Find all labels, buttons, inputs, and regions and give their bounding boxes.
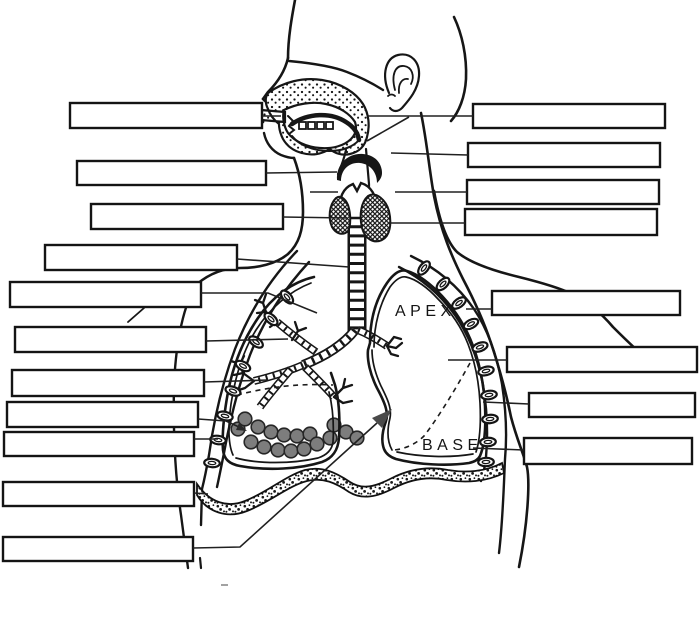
answer-box-right-5[interactable] bbox=[490, 289, 682, 317]
answer-box-left-6[interactable] bbox=[13, 325, 208, 354]
leader-right-7 bbox=[482, 401, 530, 405]
leader-left-4 bbox=[236, 258, 350, 268]
teeth bbox=[287, 115, 334, 135]
mouth-nasal-cutaway bbox=[259, 78, 370, 156]
answer-box-right-4[interactable] bbox=[463, 207, 659, 237]
answer-box-right-6[interactable] bbox=[505, 345, 699, 374]
answer-box-right-3[interactable] bbox=[465, 178, 661, 206]
answer-box-left-7[interactable] bbox=[10, 368, 206, 398]
leader-left-7 bbox=[203, 379, 269, 383]
answer-box-right-7[interactable] bbox=[527, 391, 697, 419]
leader-right-2 bbox=[390, 152, 469, 156]
left-ribs bbox=[203, 289, 295, 469]
answer-box-right-8[interactable] bbox=[522, 436, 694, 466]
apex-label: APEX bbox=[395, 303, 456, 320]
answer-box-left-11[interactable] bbox=[1, 535, 195, 563]
left-lung-fissure-dashed bbox=[236, 383, 334, 396]
left-rib-band bbox=[199, 249, 311, 527]
base-label: BASE bbox=[422, 437, 483, 454]
right-lung-fissure-dashed bbox=[393, 362, 471, 451]
leader-right-1 bbox=[366, 115, 473, 142]
tongue bbox=[289, 112, 362, 153]
thyroid-gland bbox=[328, 193, 392, 243]
answer-box-left-4[interactable] bbox=[43, 243, 239, 272]
leader-left-6 bbox=[205, 338, 289, 342]
answer-box-left-9[interactable] bbox=[2, 430, 196, 458]
leader-left-11 bbox=[192, 422, 378, 549]
leader-left-3 bbox=[282, 216, 348, 219]
leader-left-8-arrowhead bbox=[236, 423, 247, 431]
epiglottis bbox=[336, 153, 382, 183]
leader-lines bbox=[192, 115, 530, 549]
mediastinum-arrowhead bbox=[372, 409, 392, 428]
answer-box-right-1[interactable] bbox=[471, 102, 667, 130]
answer-box-left-3[interactable] bbox=[89, 202, 285, 231]
answer-box-left-8[interactable] bbox=[5, 400, 200, 429]
ear bbox=[384, 53, 421, 113]
leader-left-10 bbox=[193, 492, 209, 495]
diaphragm bbox=[196, 461, 506, 516]
leader-left-2 bbox=[265, 171, 338, 174]
answer-box-left-5[interactable] bbox=[8, 280, 203, 309]
bronchial-tree bbox=[229, 292, 404, 410]
answer-box-left-1[interactable] bbox=[68, 101, 264, 130]
stray-marks bbox=[127, 307, 228, 586]
right-rib-band bbox=[397, 254, 508, 555]
leader-left-5 bbox=[201, 292, 318, 314]
right-ribs bbox=[417, 260, 499, 468]
answer-box-left-2[interactable] bbox=[75, 159, 268, 187]
answer-boxes bbox=[1, 101, 699, 563]
alveoli-cluster bbox=[230, 411, 365, 459]
answer-box-right-2[interactable] bbox=[466, 141, 662, 169]
leader-right-8 bbox=[472, 447, 525, 451]
leader-left-8 bbox=[197, 418, 240, 428]
answer-box-left-10[interactable] bbox=[1, 480, 196, 508]
